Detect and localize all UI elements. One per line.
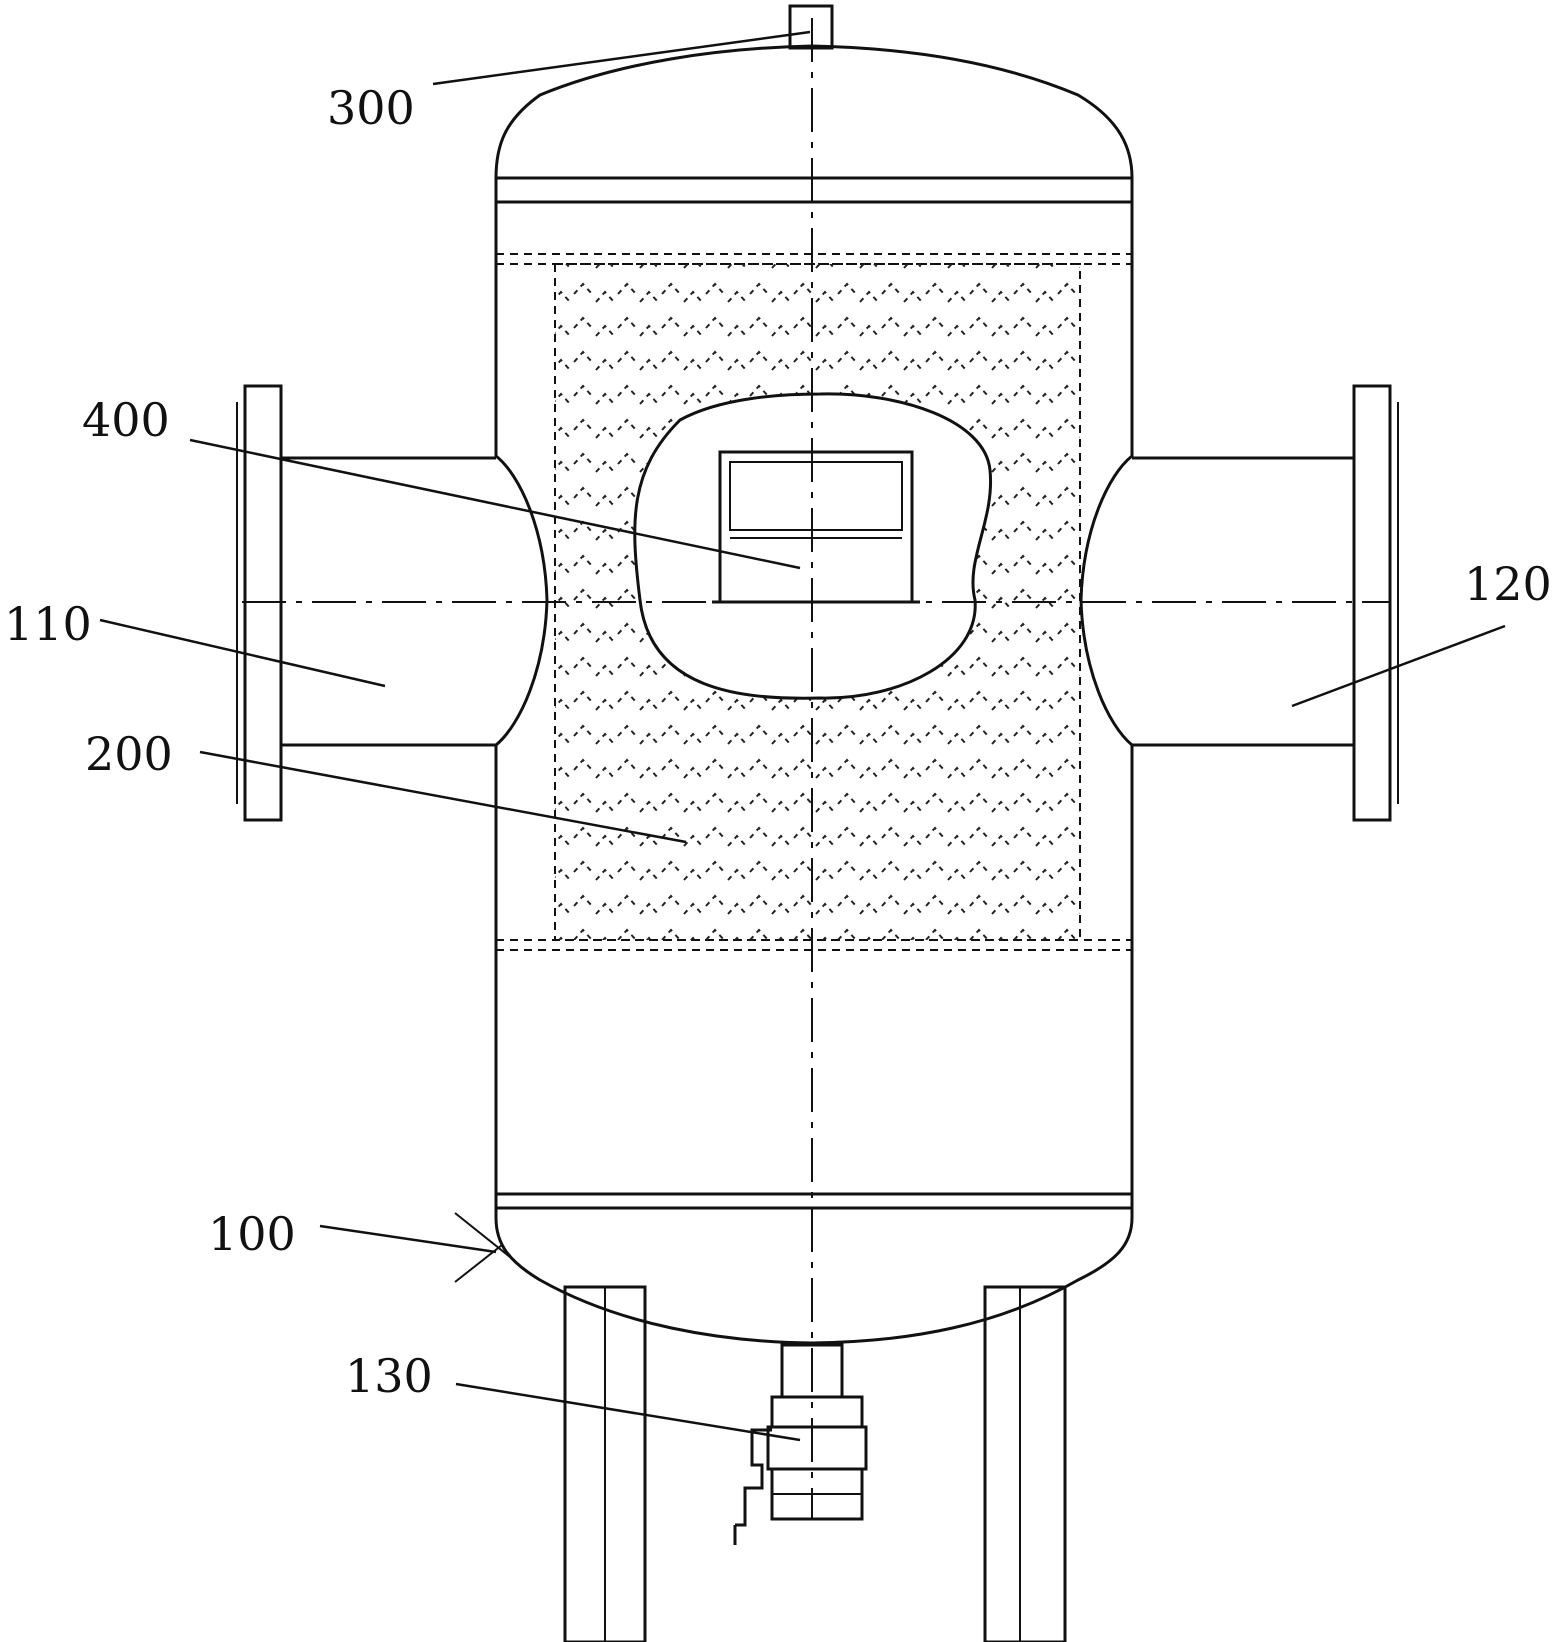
sight-window-cutaway: [633, 392, 993, 700]
sight-glass: [712, 450, 920, 604]
top-head: [494, 44, 1134, 179]
support-leg-right: [983, 1285, 1067, 1642]
bottom-head: [494, 1217, 1134, 1345]
label-drain-valve: 130: [345, 1349, 433, 1403]
label-filter-element: 200: [85, 727, 173, 781]
leader-110: [99, 618, 386, 688]
leader-400: [189, 438, 801, 570]
leader-200: [199, 750, 687, 844]
shell-left-wall: [494, 178, 549, 1218]
leader-130: [455, 1382, 801, 1442]
label-vent: 300: [327, 81, 415, 135]
label-tank: 100: [208, 1207, 296, 1261]
label-sight-window: 400: [82, 393, 170, 447]
drain-valve: [733, 1343, 868, 1545]
leader-300: [432, 30, 811, 86]
label-inlet: 110: [4, 597, 92, 651]
label-outlet: 120: [1464, 557, 1552, 611]
leader-100: [319, 1224, 497, 1254]
shell-right-wall: [1079, 178, 1134, 1218]
support-leg-left: [563, 1285, 647, 1642]
leader-120: [1291, 624, 1506, 708]
outlet-pipe: [1132, 384, 1399, 822]
